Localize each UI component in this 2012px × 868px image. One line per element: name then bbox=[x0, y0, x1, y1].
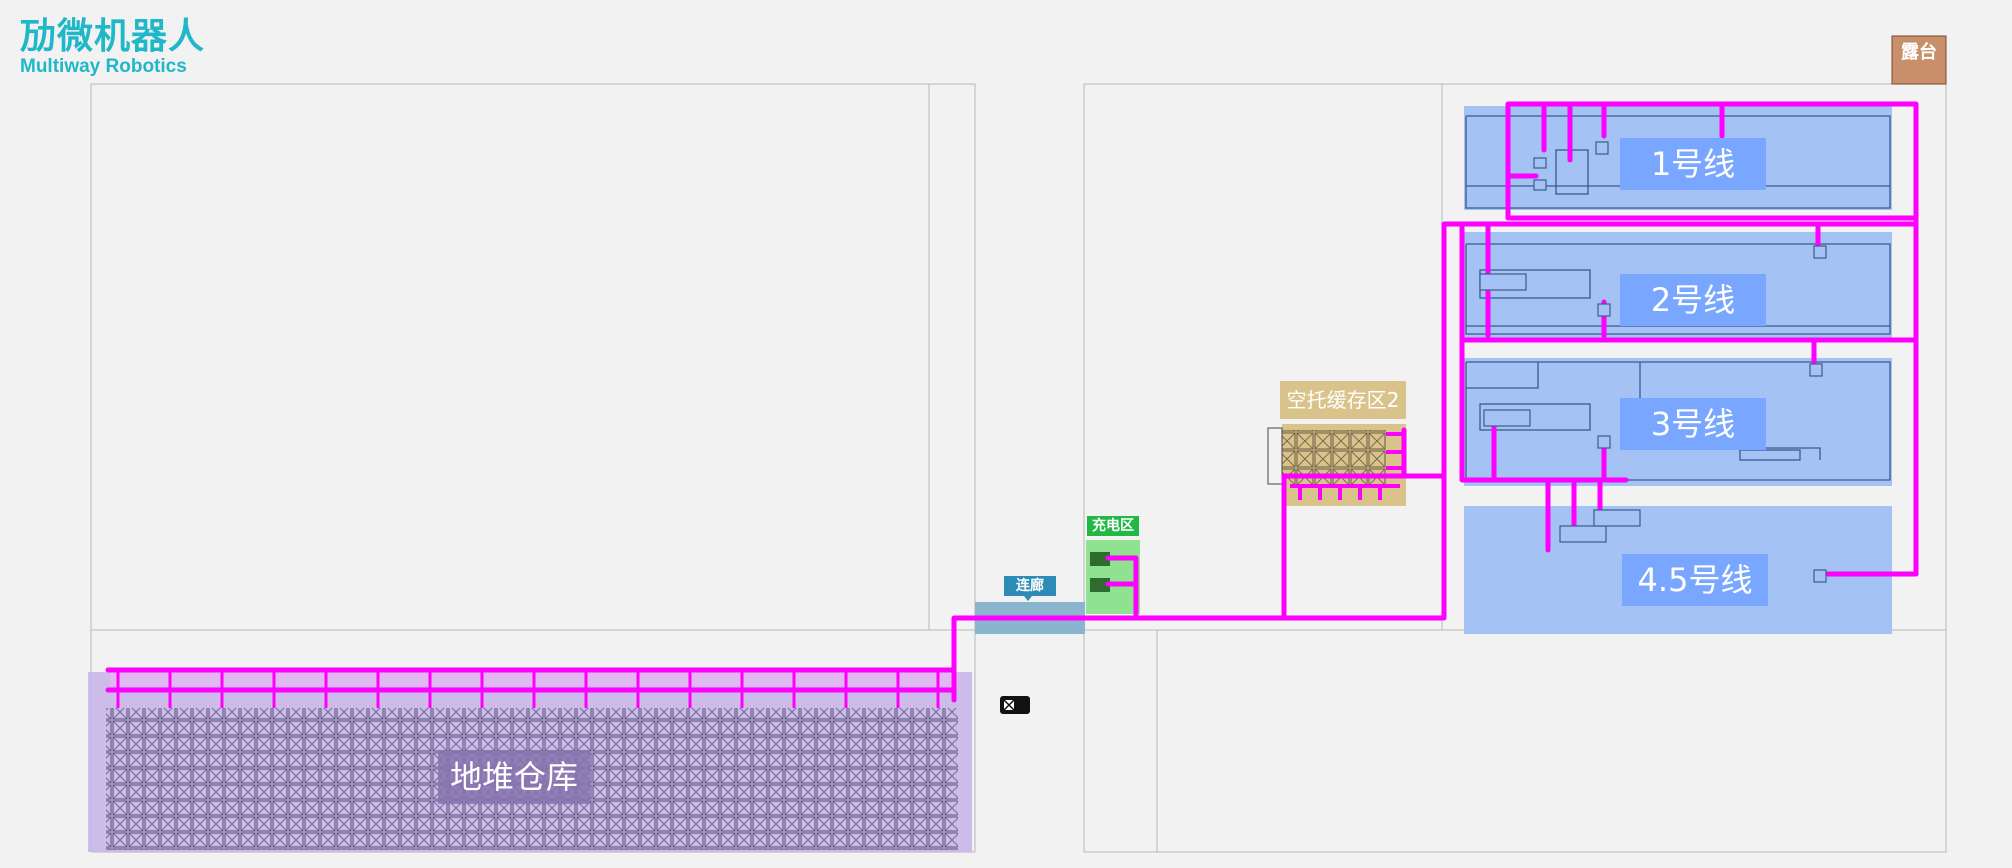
agv-forklift-icon[interactable] bbox=[1000, 696, 1030, 714]
logo-chinese-text: 劢微机器人 bbox=[20, 16, 206, 57]
label-line-2[interactable]: 2号线 bbox=[1620, 274, 1766, 326]
agv-paths bbox=[105, 101, 1919, 703]
label-line-1[interactable]: 1号线 bbox=[1620, 138, 1766, 190]
station-icons bbox=[1479, 141, 1827, 583]
company-logo: 劢微机器人 Multiway Robotics bbox=[20, 18, 205, 78]
zone-charging[interactable] bbox=[1086, 540, 1140, 614]
label-floor-storage[interactable]: 地堆仓库 bbox=[438, 750, 590, 804]
charger-1[interactable] bbox=[1090, 552, 1110, 566]
label-line-3[interactable]: 3号线 bbox=[1620, 398, 1766, 450]
label-line-45[interactable]: 4.5号线 bbox=[1622, 554, 1768, 606]
label-terrace[interactable]: 露台 bbox=[1901, 42, 1937, 63]
charging-badge-bg bbox=[1087, 516, 1139, 536]
corridor-badge-bg bbox=[1004, 576, 1056, 596]
label-charging-area[interactable]: 充电区 bbox=[1092, 518, 1134, 534]
zone-terrace[interactable] bbox=[1891, 35, 1947, 85]
label-corridor[interactable]: 连廊 bbox=[1016, 578, 1044, 594]
cache-stops bbox=[1290, 432, 1404, 500]
charger-2[interactable] bbox=[1090, 578, 1110, 592]
logo-english-text: Multiway Robotics bbox=[20, 56, 187, 77]
label-cache-area-2[interactable]: 空托缓存区2 bbox=[1280, 381, 1406, 419]
storage-rail-stops bbox=[116, 670, 940, 708]
